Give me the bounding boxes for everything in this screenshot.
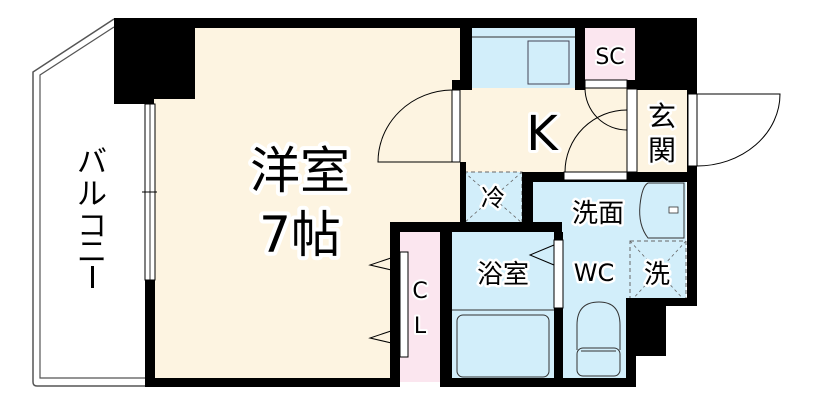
entrance-label-2: 関: [648, 134, 676, 167]
western-room-size: 7帖: [259, 206, 341, 264]
closet-label-1: C: [412, 279, 427, 304]
washing-machine-label: 洗: [644, 260, 670, 290]
wash-basin-icon: [639, 182, 685, 239]
walls: [114, 18, 697, 387]
toilet-icon: [576, 301, 621, 377]
closet-label-2: L: [414, 314, 427, 339]
toilet-label: WC: [574, 259, 615, 287]
entrance-floor: [637, 88, 688, 173]
shoe-closet-label: SC: [595, 45, 624, 70]
balcony-window: [142, 103, 157, 281]
balcony-label: バ ル コ ニ: [77, 145, 107, 288]
door-swings: [368, 87, 781, 346]
balcony: [32, 18, 146, 387]
kitchen-label: K: [526, 106, 559, 162]
kitchen-floor: [460, 88, 628, 173]
svg-text:ニ: ニ: [77, 235, 107, 270]
bathtub-icon: [456, 314, 550, 378]
entrance-label-1: 玄: [648, 100, 676, 133]
svg-text:コ: コ: [77, 209, 107, 244]
bathroom-label: 浴室: [477, 260, 529, 290]
svg-text:バ: バ: [77, 145, 107, 180]
western-room-label: 洋室: [250, 142, 350, 200]
kitchen-counter: [472, 27, 577, 88]
door-openings: [399, 79, 698, 358]
refrigerator-label: 冷: [481, 184, 505, 212]
sink-icon: [527, 40, 570, 85]
washroom-label: 洗面: [572, 199, 624, 229]
svg-text:ル: ル: [77, 177, 107, 212]
shoe-closet: [585, 27, 635, 80]
